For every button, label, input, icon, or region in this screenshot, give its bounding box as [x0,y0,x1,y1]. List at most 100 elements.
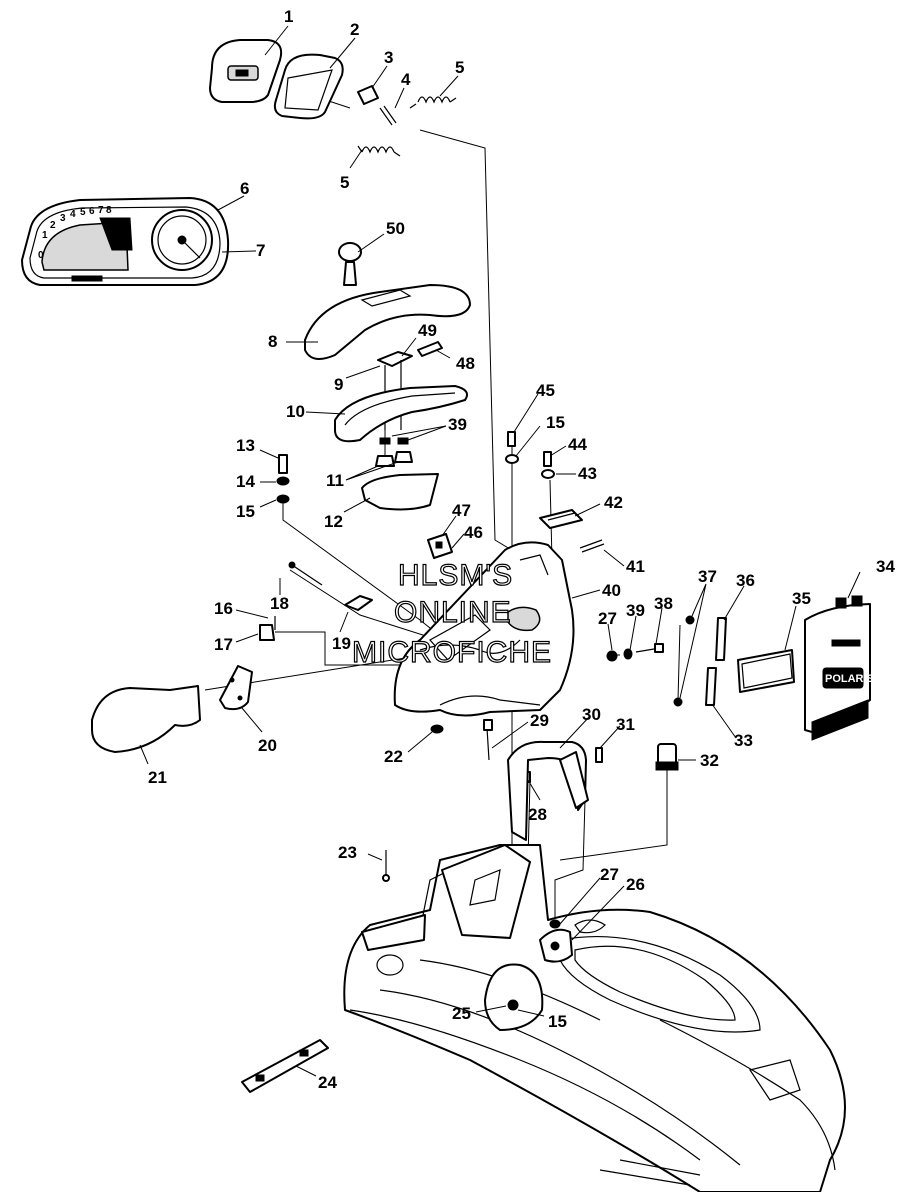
callout-1: 1 [284,7,293,26]
switch-part-47 [427,533,453,559]
callout-42: 42 [604,493,623,512]
choke-knob-part-50 [338,242,362,286]
callout-34: 34 [876,557,895,576]
cable-part-48 [417,341,443,357]
upper-cover-part-8 [304,284,471,360]
watermark-line-2: ONLINE [394,596,512,629]
pin-part-4 [379,105,397,126]
spring-part-5b [357,145,401,157]
mount-part-20 [219,665,253,711]
screw-part-18 [288,561,323,586]
decal-part-34: POLARIS [804,595,874,741]
callout-18: 18 [270,594,289,613]
callout-36: 36 [736,571,755,590]
callout-11: 11 [326,471,344,490]
callout-19: 19 [332,634,351,653]
washer-part-15b [505,454,519,464]
instrument-cluster: 0 1 2 3 4 5 6 7 8 [21,197,230,286]
callout-31: 31 [616,715,635,734]
callout-labels: 1 2 3 4 5 5 6 7 8 9 10 11 12 13 14 15 15… [148,7,895,1092]
gauge-number-8: 8 [106,205,112,216]
callout-40: 40 [602,581,621,600]
mirror-part-21 [91,685,201,753]
strip-part-36 [715,617,727,661]
nut-part-27a [606,650,618,662]
callout-14: 14 [236,472,255,491]
gauge-number-5: 5 [80,207,86,218]
callout-25: 25 [452,1004,471,1023]
washer-part-27b [549,919,561,929]
washer-part-39b [623,648,633,660]
callout-6: 6 [240,179,249,198]
callout-32: 32 [700,751,719,770]
gauge-number-1: 1 [42,230,48,241]
callout-8: 8 [268,332,277,351]
gauge-number-6: 6 [89,206,95,217]
callout-7: 7 [256,241,265,260]
callout-15-left: 15 [236,502,255,521]
callout-leaders [139,25,861,1077]
callout-22: 22 [384,747,403,766]
bolt-part-29 [483,719,493,761]
callout-28: 28 [528,805,547,824]
screw-part-31 [595,747,603,763]
callout-29: 29 [530,711,549,730]
gauge-number-0: 0 [38,250,44,261]
switch-bezel-part-1 [209,39,283,103]
screw-part-44 [543,451,552,467]
gasket-part-10 [334,385,468,443]
callout-27-upper: 27 [598,609,617,628]
callout-30: 30 [582,705,601,724]
washer-part-15a [276,494,290,504]
hull-body [343,844,846,1192]
callout-4: 4 [401,70,411,89]
cover-part-25 [484,963,544,1031]
callout-27-lower: 27 [600,865,619,884]
strip-part-33 [705,667,717,706]
gauge-number-2: 2 [50,220,56,231]
screw-part-45 [507,431,516,447]
plunger-part-3 [357,85,379,105]
callout-37: 37 [698,567,717,586]
gauge-number-7: 7 [98,205,104,216]
callout-16: 16 [214,599,233,618]
callout-48: 48 [456,354,475,373]
callout-47: 47 [452,501,471,520]
callout-9: 9 [334,375,343,394]
knob-part-17 [259,624,275,641]
callout-49: 49 [418,321,437,340]
cap-part-32 [655,743,679,771]
callout-24: 24 [318,1073,337,1092]
gauge-number-4: 4 [70,209,76,220]
callout-5-upper: 5 [455,58,464,77]
plate-part-24 [241,1039,329,1093]
lens-part-2 [273,53,344,120]
callout-15-center: 15 [546,413,565,432]
callout-39-upper: 39 [448,415,467,434]
callout-21: 21 [148,768,167,787]
bracket-part-42 [539,509,583,529]
callout-35: 35 [792,589,811,608]
bracket-part-19 [344,595,373,611]
callout-50: 50 [386,219,405,238]
callout-26: 26 [626,875,645,894]
callout-13: 13 [236,436,255,455]
callout-5-lower: 5 [340,173,349,192]
screw-part-13 [278,454,288,474]
callout-23: 23 [338,843,357,862]
callout-39-lower: 39 [626,601,645,620]
callout-41: 41 [626,557,645,576]
callout-2: 2 [350,20,359,39]
callout-10: 10 [286,402,305,421]
watermark-line-1: HLSM'S [398,559,513,592]
callout-15-bottom: 15 [548,1012,567,1031]
watermark: HLSM'S ONLINE MICROFICHE [351,558,552,669]
callout-33: 33 [734,731,753,750]
grommets-part-37 [673,615,695,707]
spring-part-5a [409,96,457,109]
pad-part-35 [737,649,795,693]
nut-part-26 [539,928,573,963]
decal-brand-text: POLARIS [825,673,874,685]
bolt-part-38 [635,643,664,653]
watermark-line-3: MICROFICHE [352,636,552,669]
